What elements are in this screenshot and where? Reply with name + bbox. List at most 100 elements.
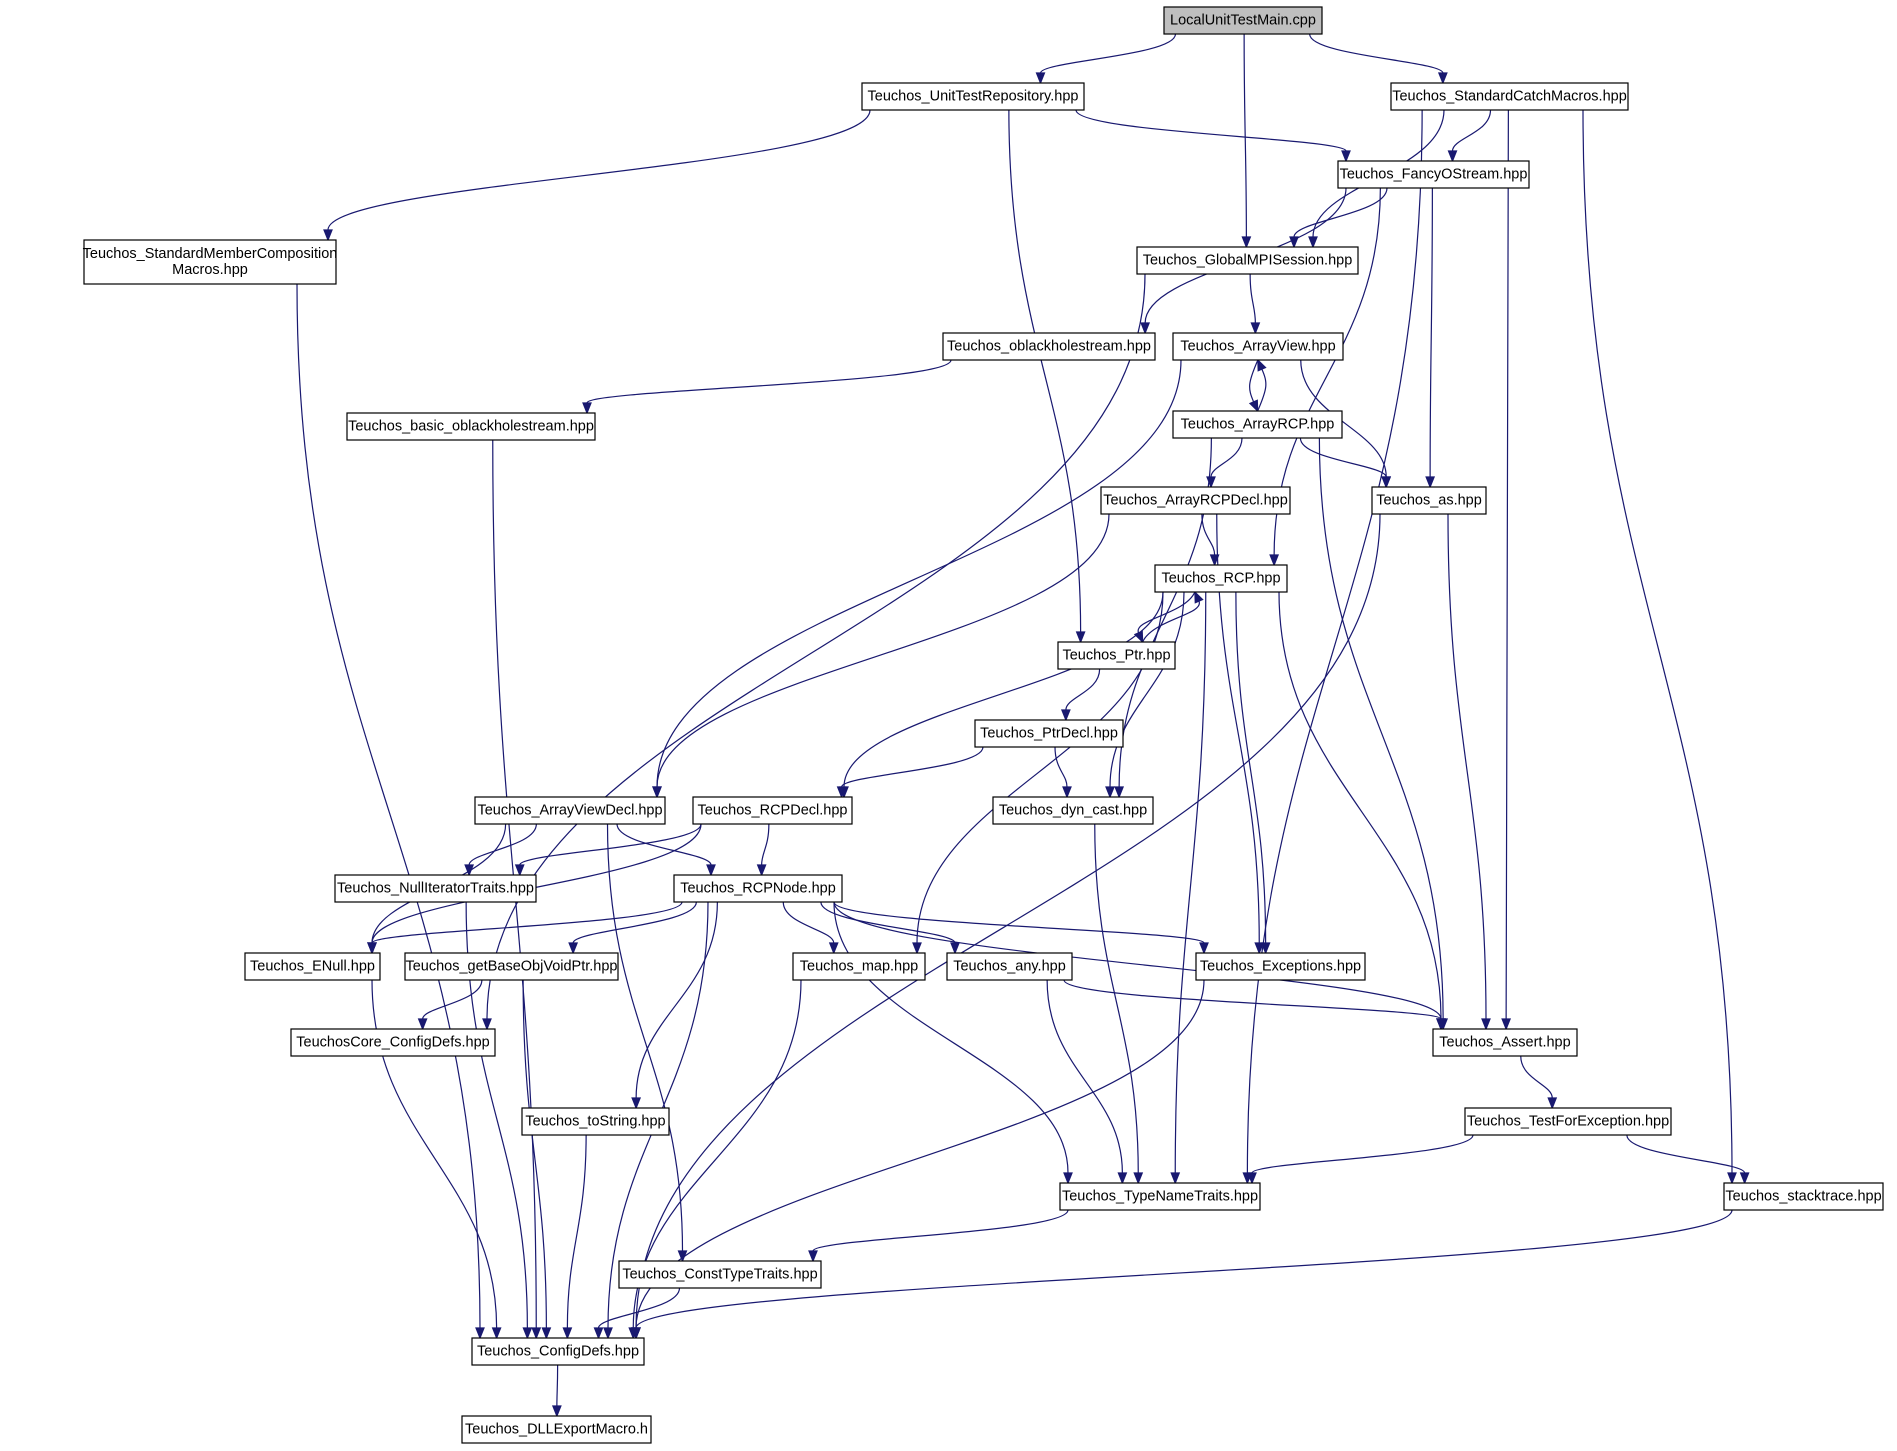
node-box (404, 952, 619, 981)
node-label: Teuchos_oblackholestream.hpp (947, 339, 1151, 355)
node-unit-test-repository[interactable]: Teuchos_UnitTestRepository.hpp (861, 82, 1085, 111)
node-std-member-comp-macros[interactable]: Teuchos_StandardMemberCompositionMacros.… (83, 239, 338, 285)
edge-fancy-ostream-to-global-mpisession (1289, 187, 1388, 249)
node-get-base-obj-void-ptr[interactable]: Teuchos_getBaseObjVoidPtr.hpp (404, 952, 619, 981)
edge-arrowhead (1170, 1172, 1181, 1185)
node-box (1371, 486, 1487, 515)
edge-line (606, 823, 684, 1252)
node-fancy-ostream[interactable]: Teuchos_FancyOStream.hpp (1337, 160, 1530, 189)
edge-arrowhead (1199, 942, 1209, 955)
node-basic-oblackholestream[interactable]: Teuchos_basic_oblackholestream.hpp (346, 412, 596, 441)
node-rcpnode[interactable]: Teuchos_RCPNode.hpp (673, 874, 843, 903)
edge-local-unit-test-main-to-unit-test-repository (1035, 33, 1177, 85)
edge-arrowhead (1117, 1172, 1128, 1185)
node-type-name-traits[interactable]: Teuchos_TypeNameTraits.hpp (1059, 1182, 1261, 1211)
node-ptr[interactable]: Teuchos_Ptr.hpp (1057, 641, 1176, 670)
node-standard-catch-macros[interactable]: Teuchos_StandardCatchMacros.hpp (1390, 82, 1629, 111)
edge-line (1094, 823, 1139, 1174)
node-config-defs[interactable]: Teuchos_ConfigDefs.hpp (471, 1337, 645, 1366)
edge-line (841, 746, 984, 788)
node-local-unit-test-main[interactable]: LocalUnitTestMain.cpp (1163, 6, 1323, 35)
node-global-mpisession[interactable]: Teuchos_GlobalMPISession.hpp (1136, 246, 1359, 275)
node-ptr-decl[interactable]: Teuchos_PtrDecl.hpp (974, 719, 1124, 748)
edge-arrowhead (491, 1327, 502, 1340)
edge-unit-test-repository-to-std-member-comp-macros (323, 109, 871, 242)
edge-arrowhead (1425, 476, 1436, 489)
edge-line (422, 979, 483, 1020)
node-box (461, 1415, 652, 1444)
node-label: Teuchos_GlobalMPISession.hpp (1143, 253, 1353, 269)
nodes-layer: LocalUnitTestMain.cppTeuchos_UnitTestRep… (83, 6, 1884, 1444)
node-dyn-cast[interactable]: Teuchos_dyn_cast.hpp (992, 796, 1154, 825)
node-box (290, 1028, 496, 1057)
node-const-type-traits[interactable]: Teuchos_ConstTypeTraits.hpp (618, 1260, 822, 1289)
node-map[interactable]: Teuchos_map.hpp (792, 952, 926, 981)
edge-line (635, 1209, 1733, 1329)
node-exceptions[interactable]: Teuchos_Exceptions.hpp (1195, 952, 1366, 981)
edge-line (1520, 1055, 1553, 1099)
node-label: Teuchos_ArrayRCPDecl.hpp (1103, 493, 1288, 509)
edge-line (1235, 591, 1267, 944)
node-array-view-decl[interactable]: Teuchos_ArrayViewDecl.hpp (474, 796, 666, 825)
node-box (1057, 641, 1176, 670)
edge-rcp-to-rcpdecl (839, 591, 1164, 799)
edge-line (1278, 591, 1442, 1020)
node-label: Teuchos_TypeNameTraits.hpp (1062, 1189, 1258, 1205)
node-label: Teuchos_NullIteratorTraits.hpp (337, 881, 534, 897)
edge-arrowhead (1194, 590, 1204, 604)
node-rcp[interactable]: Teuchos_RCP.hpp (1154, 564, 1288, 593)
edge-arrowhead (1501, 1018, 1512, 1031)
node-stacktrace[interactable]: Teuchos_stacktrace.hpp (1723, 1182, 1884, 1211)
edge-array-rcpdecl-to-rcp (1201, 513, 1220, 567)
edge-arrowhead (482, 1018, 492, 1031)
edge-arrowhead (531, 1327, 542, 1340)
node-box (1059, 1182, 1261, 1211)
edge-arrowhead (1289, 236, 1299, 249)
edge-line (833, 901, 1205, 944)
node-rcpdecl[interactable]: Teuchos_RCPDecl.hpp (692, 796, 853, 825)
node-dllexport-macro[interactable]: Teuchos_DLLExportMacro.h (461, 1415, 652, 1444)
node-array-rcpdecl[interactable]: Teuchos_ArrayRCPDecl.hpp (1100, 486, 1291, 515)
node-oblackholestream[interactable]: Teuchos_oblackholestream.hpp (942, 332, 1156, 361)
node-label: Teuchos_RCPNode.hpp (680, 881, 836, 897)
edge-arrowhead (1727, 1172, 1737, 1185)
edge-line (635, 513, 1381, 1329)
node-box (1432, 1028, 1578, 1057)
edge-assert-to-test-for-exception (1520, 1055, 1558, 1110)
edge-line (572, 901, 697, 944)
node-any[interactable]: Teuchos_any.hpp (946, 952, 1073, 981)
node-to-string[interactable]: Teuchos_toString.hpp (521, 1107, 670, 1136)
node-as[interactable]: Teuchos_as.hpp (1371, 486, 1487, 515)
edge-arrowhead (1547, 1097, 1558, 1110)
edge-arrowhead (631, 1327, 641, 1340)
node-box (1154, 564, 1288, 593)
edge-line (597, 1287, 681, 1329)
node-array-view[interactable]: Teuchos_ArrayView.hpp (1172, 332, 1344, 361)
edge-line (1054, 746, 1068, 788)
node-label: Teuchos_Assert.hpp (1439, 1035, 1570, 1051)
node-box (946, 952, 1073, 981)
node-test-for-exception[interactable]: Teuchos_TestForException.hpp (1464, 1107, 1672, 1136)
node-core-config-defs[interactable]: TeuchosCore_ConfigDefs.hpp (290, 1028, 496, 1057)
edge-arrowhead (652, 786, 662, 799)
node-label: Teuchos_stacktrace.hpp (1725, 1189, 1881, 1205)
edge-line (1008, 109, 1082, 633)
edge-rcp-to-type-name-traits (1170, 591, 1207, 1185)
edge-array-view-to-array-rcp (1248, 359, 1259, 413)
edge-arrowhead (417, 1018, 428, 1031)
edge-arrowhead (1254, 942, 1265, 955)
node-null-iterator-traits[interactable]: Teuchos_NullIteratorTraits.hpp (334, 874, 537, 903)
node-label: Teuchos_as.hpp (1376, 493, 1482, 509)
edge-arrowhead (1114, 786, 1125, 799)
node-array-rcp[interactable]: Teuchos_ArrayRCP.hpp (1172, 410, 1343, 439)
edge-local-unit-test-main-to-global-mpisession (1241, 33, 1252, 249)
node-assert[interactable]: Teuchos_Assert.hpp (1432, 1028, 1578, 1057)
edge-arrowhead (1481, 1018, 1491, 1031)
edge-to-string-to-config-defs (562, 1134, 587, 1340)
edge-line (1063, 979, 1442, 1020)
edge-as-to-assert (1447, 513, 1491, 1031)
node-enull[interactable]: Teuchos_ENull.hpp (244, 952, 381, 981)
edge-line (1046, 979, 1123, 1174)
edge-arrowhead (631, 1097, 642, 1110)
edge-arrowhead (522, 1327, 533, 1340)
